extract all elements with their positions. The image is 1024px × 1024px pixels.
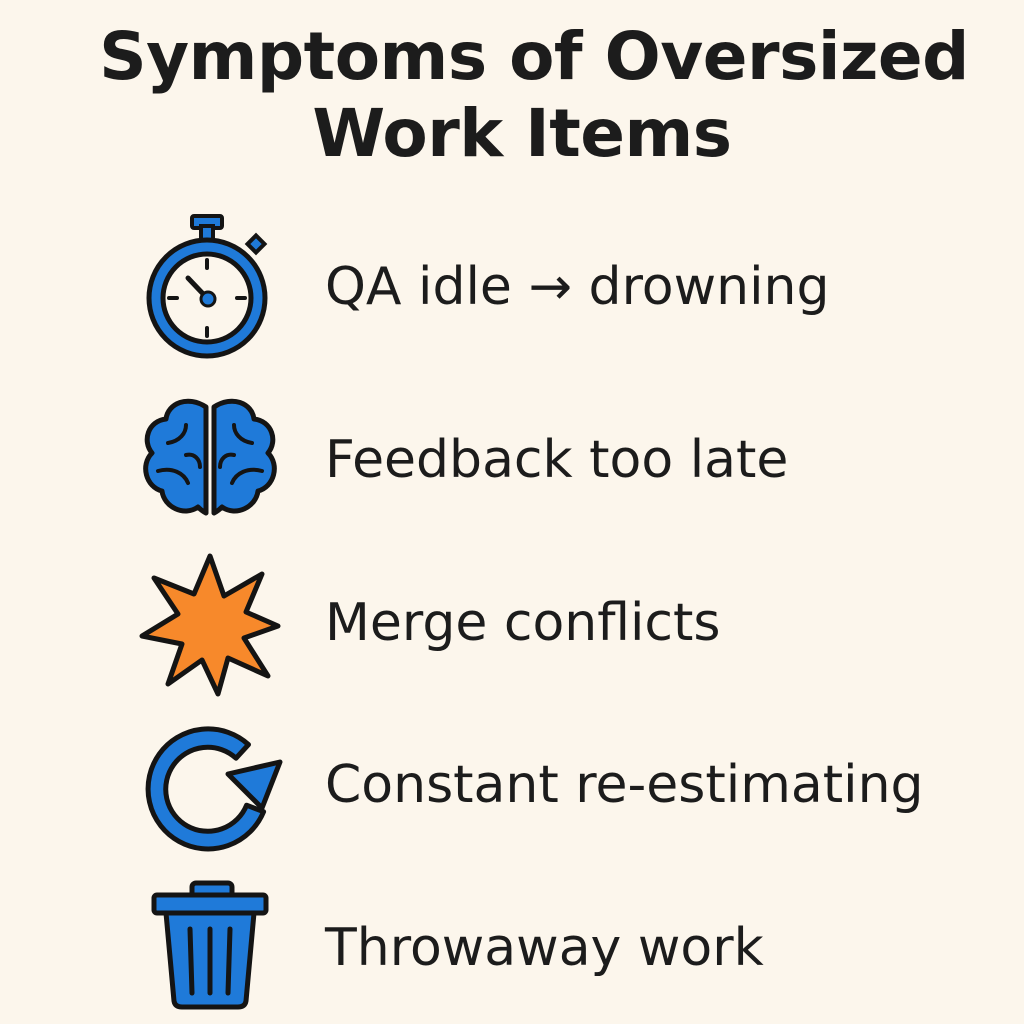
symptom-item-merge-conflicts: Merge conflicts [0, 548, 1024, 698]
refresh-arrow-icon [128, 710, 292, 860]
stopwatch-icon [128, 212, 292, 362]
page-title-line-1: Symptoms of Oversized [99, 18, 969, 95]
symptom-label: Merge conflicts [325, 593, 721, 653]
symptom-item-throwaway: Throwaway work [0, 873, 1024, 1023]
page-title: Symptoms of Oversized Work Items [0, 18, 1024, 172]
symptom-item-feedback: Feedback too late [0, 385, 1024, 535]
symptom-label: Constant re-estimating [325, 755, 924, 815]
symptom-item-re-estimating: Constant re-estimating [0, 710, 1024, 860]
symptom-label: QA idle → drowning [325, 257, 830, 317]
trash-can-icon [128, 873, 292, 1023]
symptom-label: Throwaway work [325, 918, 764, 978]
symptom-label: Feedback too late [325, 430, 789, 490]
symptom-item-qa-idle: QA idle → drowning [0, 212, 1024, 362]
page-title-line-2: Work Items [312, 95, 732, 172]
brain-icon [128, 385, 292, 535]
explosion-icon [128, 548, 292, 698]
